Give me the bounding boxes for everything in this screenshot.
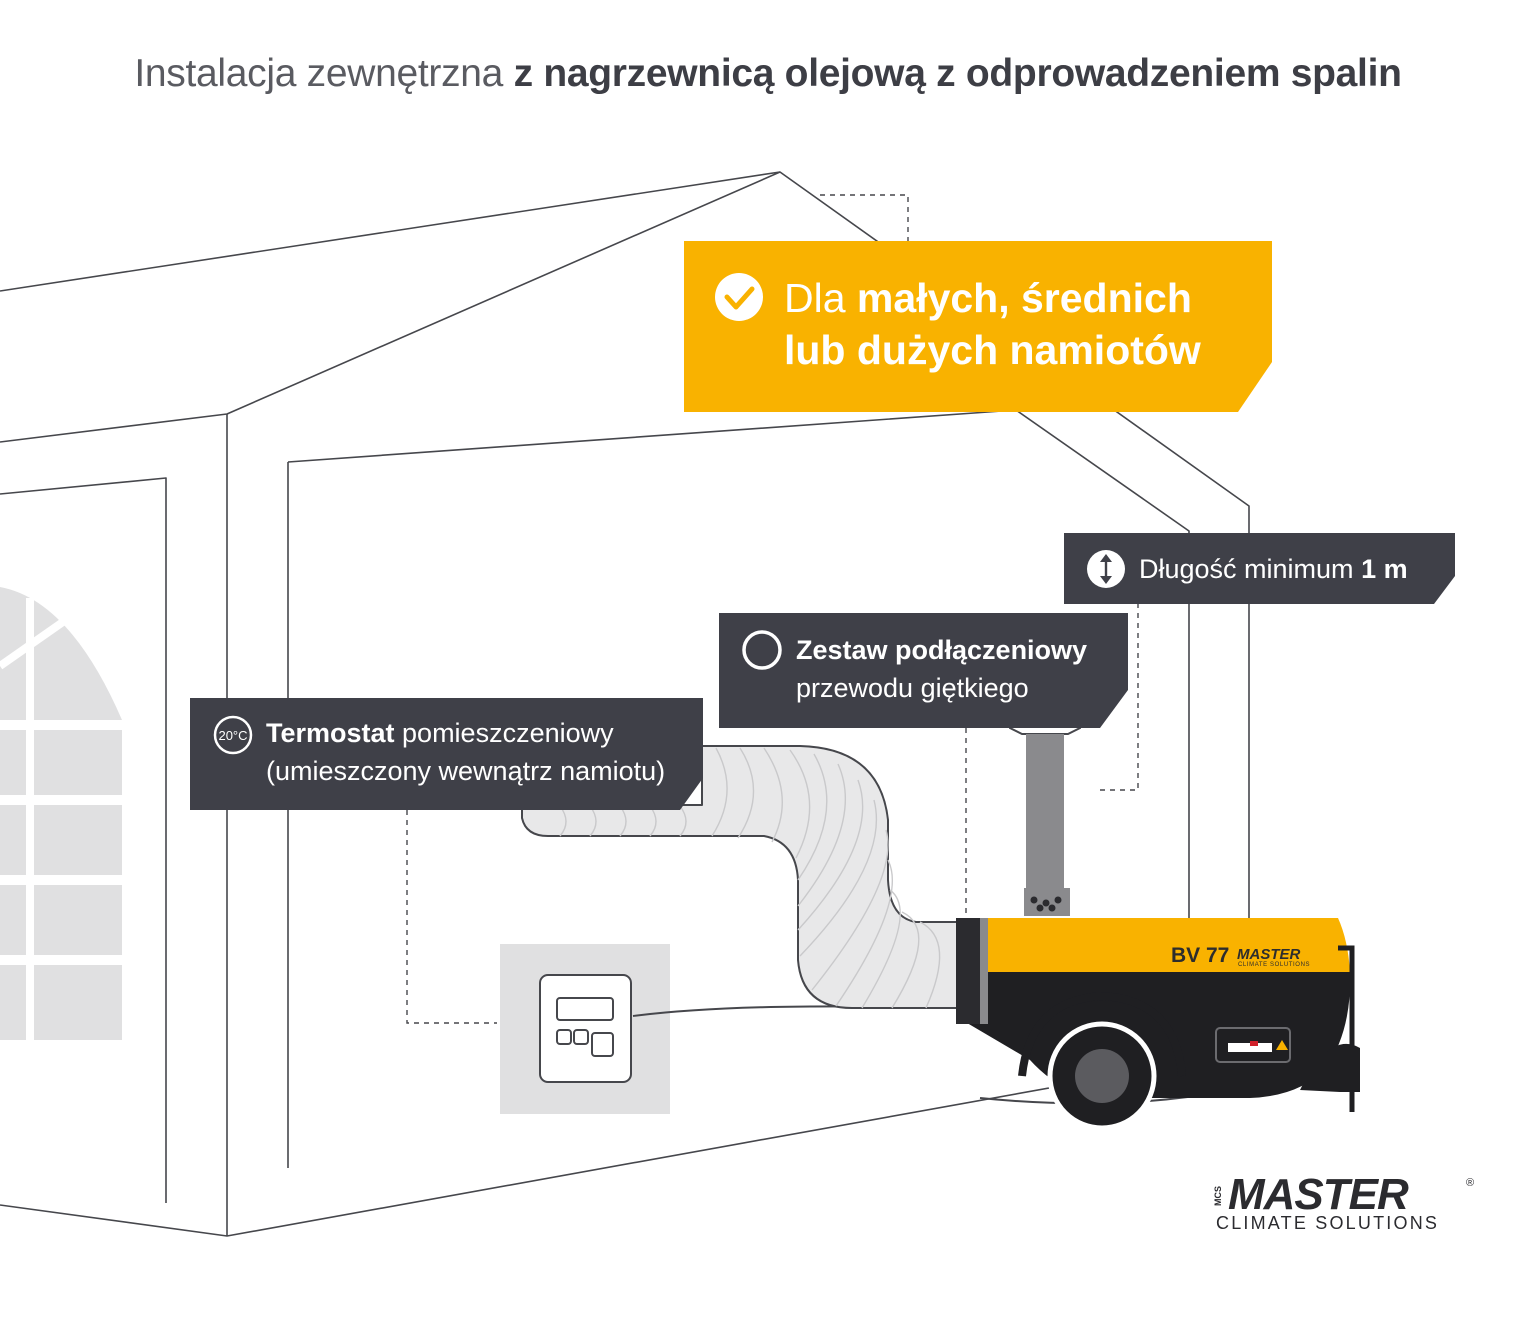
room-thermostat-note: (umieszczony wewnątrz namiotu) [266,756,666,786]
connection-kit-subtitle: przewodu giętkiego [796,673,1029,703]
tent-size-line-1: Dla małych, średnich [784,275,1192,321]
thermostat-20c-icon: 20°C [213,715,253,755]
thermostat-callout-box [190,698,703,810]
flexible-hose [521,745,961,1009]
length-callout-box [1064,533,1455,604]
room-thermostat-title: Termostat pomieszczeniowy [266,718,614,748]
svg-text:20°C: 20°C [218,728,247,743]
minimum-length-callout: Długość minimum 1 m [1139,554,1408,584]
heater-brand-tagline: CLIMATE SOLUTIONS [1238,962,1311,968]
logo-tagline: CLIMATE SOLUTIONS [1216,1213,1440,1233]
heater-brand-label: MASTER [1237,946,1301,963]
tent-size-line-2: lub dużych namiotów [784,327,1201,373]
logo-registered-mark: ® [1466,1177,1475,1189]
connection-kit-title: Zestaw podłączeniowy [796,635,1088,665]
vertical-arrows-icon [1087,550,1125,588]
logo-wordmark: MASTER [1228,1170,1409,1219]
circle-outline-icon [742,630,782,670]
master-logo: MCS MASTER ® CLIMATE SOLUTIONS [1213,1171,1476,1237]
page-title: Instalacja zewnętrzna z nagrzewnicą olej… [134,52,1402,95]
exhaust-chimney [1008,712,1082,916]
yellow-callout-box [684,241,1272,412]
room-thermostat-callout: Termostat pomieszczeniowy (umieszczony w… [266,714,665,790]
leader-lines [406,194,1139,1024]
heater-model-label: BV 77 [1171,944,1230,967]
logo-mcs-mark: MCS [1213,1186,1223,1206]
connection-kit-callout: Zestaw podłączeniowy przewodu giętkiego [796,631,1087,707]
oil-heater-bv77 [956,918,1360,1131]
check-circle-icon [715,273,763,321]
room-thermostat [500,944,670,1114]
kit-callout-box [719,613,1128,728]
tent-size-callout: Dla małych, średnich lub dużych namiotów [784,272,1201,376]
